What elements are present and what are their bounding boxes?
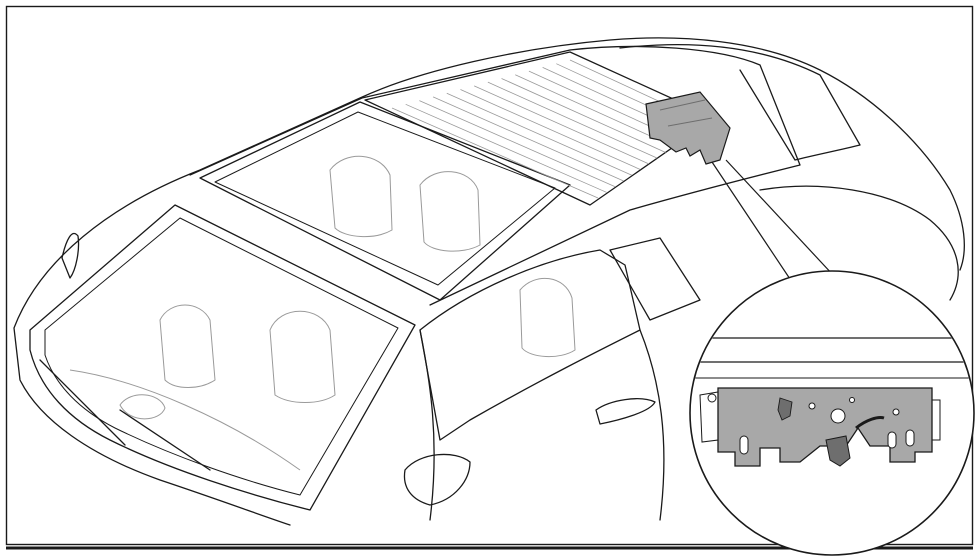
rear-seat-right	[419, 171, 481, 252]
rear-quarter-window	[609, 237, 701, 321]
rear-fender	[759, 185, 959, 301]
mirror-left	[61, 232, 80, 279]
rear-interior-seat	[519, 277, 576, 357]
roof-bracket-detail	[659, 99, 713, 127]
car-silhouette	[13, 37, 965, 526]
roof-bracket-part	[645, 91, 731, 165]
hole-2	[808, 402, 816, 410]
hole-4	[849, 397, 855, 403]
front-seat-left	[159, 304, 216, 388]
figure-border	[5, 5, 974, 546]
leader-line-left	[711, 161, 793, 283]
bracket-holes	[739, 397, 915, 455]
hole-3	[892, 408, 900, 416]
windshield-frame	[29, 204, 416, 511]
roof-slat	[460, 89, 641, 170]
roof-slat	[391, 107, 599, 199]
hinge-tab	[825, 435, 851, 467]
slot-2	[887, 431, 897, 449]
car-body	[13, 37, 965, 526]
front-seat-right	[269, 310, 336, 403]
roof-slat	[446, 92, 633, 176]
leader-line-right	[725, 159, 835, 277]
side-mirror	[403, 453, 471, 506]
wiper-right	[119, 409, 211, 471]
roof-slat	[487, 81, 658, 159]
dashboard	[69, 369, 301, 471]
wiper-left	[39, 359, 126, 446]
detail-magnifier	[689, 270, 975, 556]
roof-slat	[419, 100, 616, 187]
door-line	[419, 329, 665, 521]
slot-3	[905, 429, 915, 447]
steering-wheel	[119, 394, 166, 420]
car-interior	[69, 155, 576, 471]
side-window	[419, 249, 641, 441]
left-mount-bolt	[707, 393, 717, 403]
rear-louvre-frame	[619, 43, 861, 161]
front-roof-glass	[199, 101, 571, 301]
roof-slats	[391, 59, 709, 199]
windshield-inner	[44, 217, 399, 496]
slot-1	[739, 435, 749, 455]
left-mount	[699, 391, 719, 443]
roof-slat	[432, 96, 624, 182]
roof-slat	[515, 74, 675, 148]
detail-leader-lines	[711, 159, 835, 283]
roof-slat	[501, 78, 666, 153]
right-mount	[932, 399, 941, 441]
roof-outline	[189, 45, 801, 306]
roof-bracket-shape	[645, 91, 731, 165]
door-handle	[595, 398, 656, 425]
small-fastener-cluster	[777, 397, 793, 421]
rear-seat-left	[329, 155, 393, 237]
roof-slat	[473, 85, 649, 165]
curved-slot	[855, 416, 885, 430]
roof-slat	[405, 103, 607, 193]
hole-1	[830, 408, 846, 424]
